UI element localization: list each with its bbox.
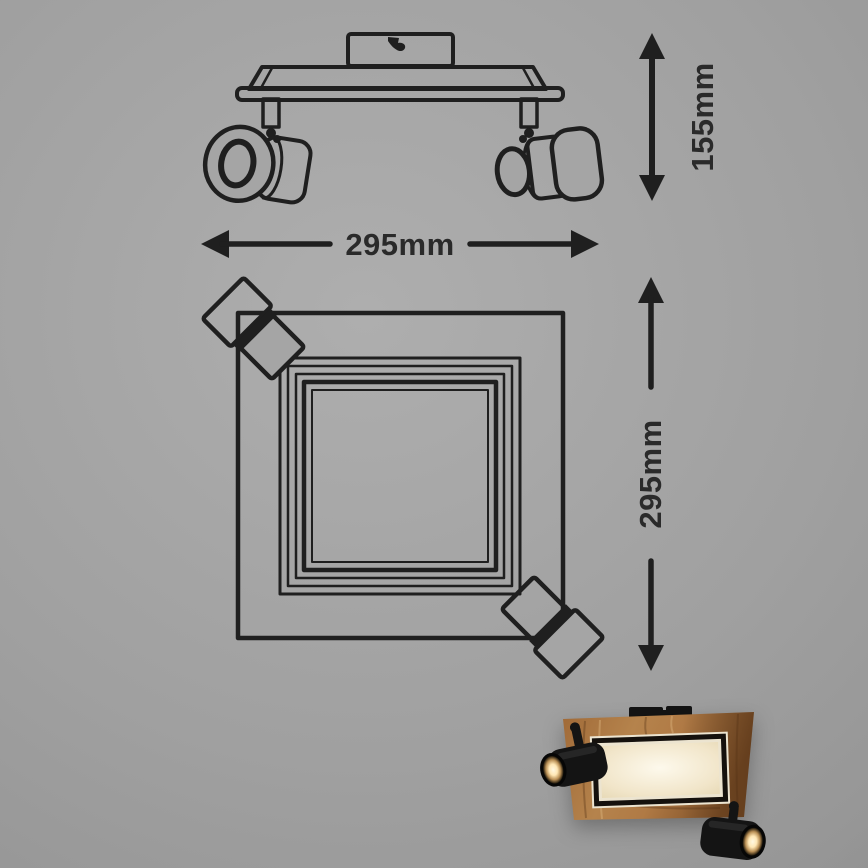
mounting-clip-right [666,706,692,717]
panel-frame-line-2 [286,364,514,588]
spot-tl-rear [201,276,273,348]
spot-right-seam [522,137,542,201]
stem-left-outline [261,97,281,129]
panel-light-surface [600,741,720,799]
arrow-up-icon [638,277,664,303]
height-dimension: 155mm [639,33,720,201]
arrow-up-icon [639,33,665,59]
width-dimension-label: 295mm [345,227,454,262]
spot-left-front-ring [202,124,276,204]
arrow-left-icon [201,230,229,258]
depth-dimension: 295mm [633,277,668,671]
mounting-clip-left [629,707,663,718]
spot-right-back-cap [494,146,532,198]
height-dimension-label: 155mm [685,62,720,171]
spot-left-lens-opening [218,138,257,189]
arrow-down-icon [639,175,665,201]
joint-right [524,128,534,138]
panel-frame-line-3 [294,372,506,580]
spot-tl-head [238,313,306,381]
panel-frame-line-5 [311,389,489,563]
stem-right [519,97,539,143]
spot-left-highlight [557,746,597,760]
spot-right-highlight [708,820,749,832]
spotlight-right [700,801,766,861]
side-view-drawing [202,32,605,205]
base-plate-outline [247,65,548,91]
spot-tl-joint-band [233,308,277,352]
panel-frame-line-4 [301,379,499,573]
panel-frame-line-1 [278,356,522,596]
depth-dimension-label: 295mm [633,419,668,528]
spotlight-left-outline [202,124,313,205]
base-plate-edge-right [521,66,536,90]
top-view-drawing [201,276,605,680]
top-view-spot-bottom-right [500,575,605,680]
top-view-outer-square [235,310,566,641]
joint-right-knuckle [519,135,527,143]
base-plate-edge-left [259,66,274,90]
hook-icon [388,37,406,52]
spot-br-joint-band [529,604,573,648]
spot-right-knob [728,801,739,812]
spot-left-seam [261,135,284,200]
clip-pin [660,710,667,716]
spot-left-lens-glow [543,755,564,784]
spotlight-left [540,722,608,787]
spot-right-lens-glow [742,827,763,856]
arrow-down-icon [638,645,664,671]
spot-right-front-ring [549,126,605,202]
led-panel [589,731,731,809]
spot-left-knob [569,722,580,733]
arrow-right-icon [571,230,599,258]
width-dimension: 295mm [201,227,599,262]
mounting-bar-outline [235,86,565,102]
stem-right-outline [519,97,539,129]
spotlight-right-outline [494,126,605,202]
product-photo [540,706,766,861]
top-view-spot-top-left [201,276,306,381]
spot-br-rear [533,608,605,680]
wood-grain [670,715,674,734]
